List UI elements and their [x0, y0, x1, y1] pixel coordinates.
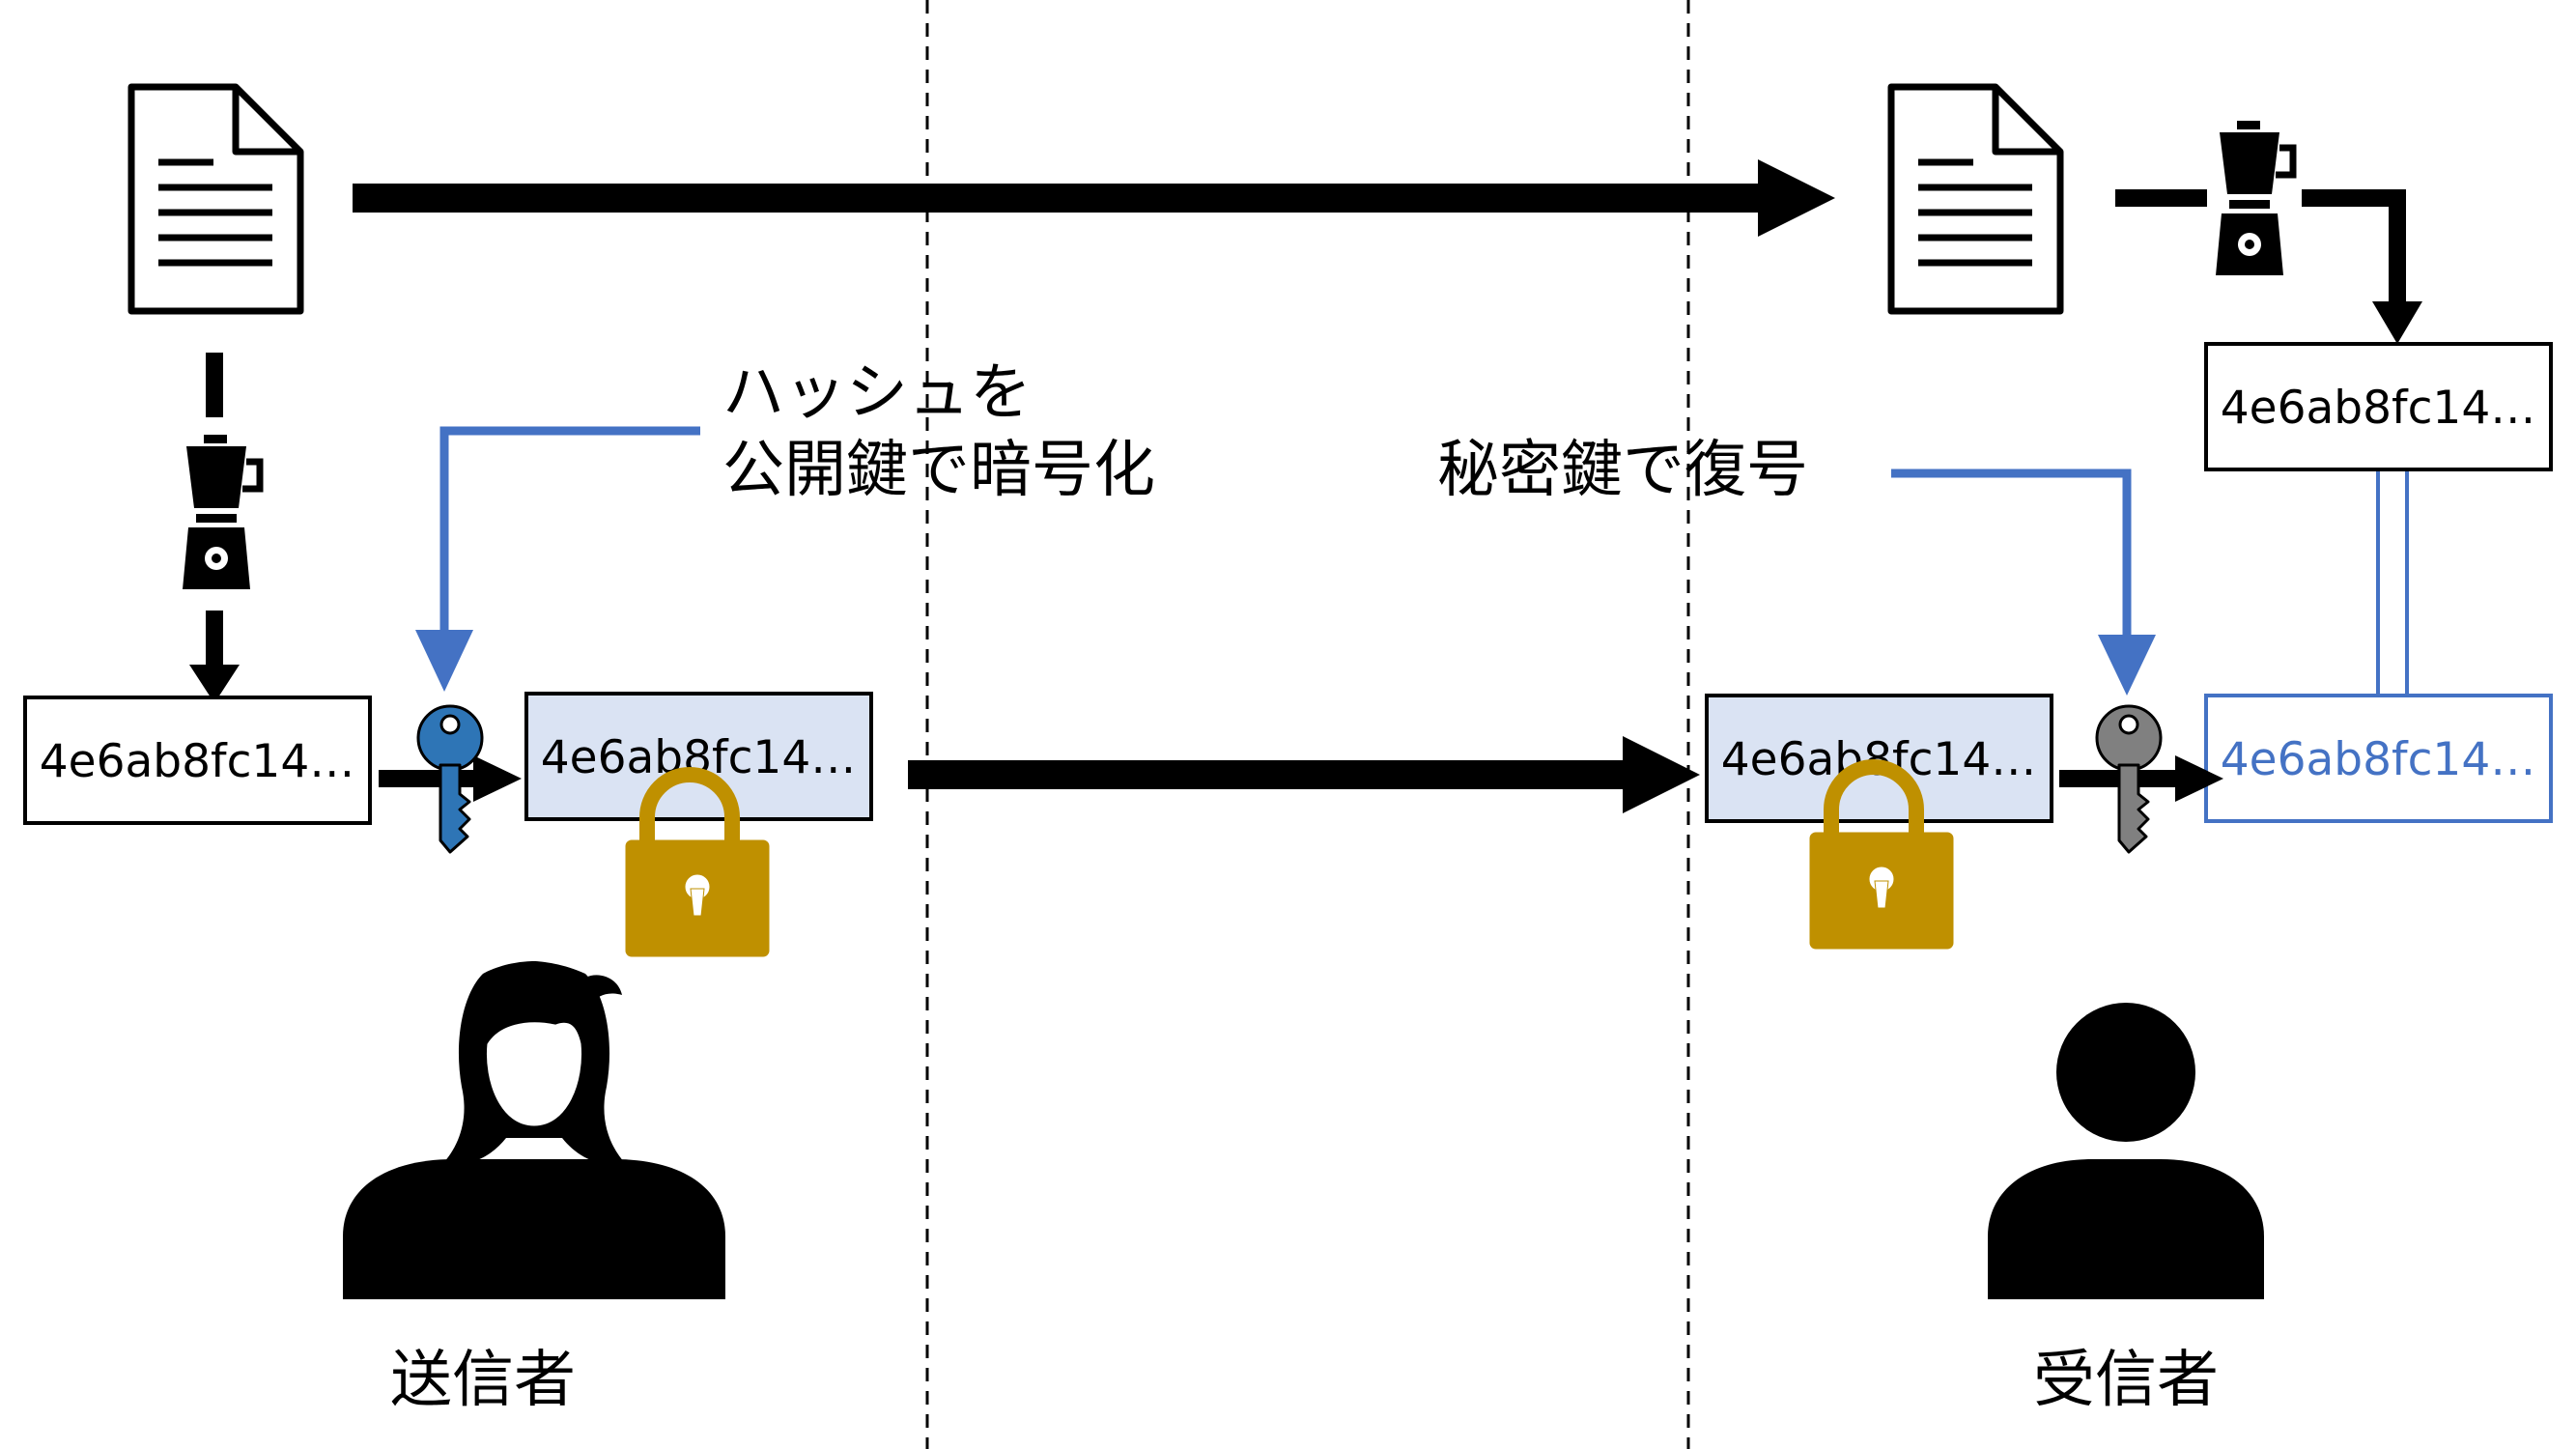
- sender-person-icon: [343, 961, 725, 1299]
- sender-hash-box: 4e6ab8fc14…: [23, 696, 372, 825]
- decrypt-annotation-arrow: [1891, 469, 2156, 696]
- receiver-blender-icon: [2216, 121, 2293, 275]
- sender-document-icon: [131, 87, 300, 311]
- sender-encrypted-hash-box: 4e6ab8fc14…: [524, 692, 873, 821]
- receiver-encrypted-hash-box: 4e6ab8fc14…: [1705, 694, 2053, 823]
- sender-label: 送信者: [390, 1345, 576, 1416]
- receiver-person-icon: [1988, 1003, 2264, 1299]
- receiver-decrypted-hash-text: 4e6ab8fc14…: [2221, 733, 2535, 786]
- sender-hash-flow: [183, 353, 260, 703]
- encrypt-label-line1: ハッシュを: [722, 357, 1032, 429]
- decrypt-label: 秘密鍵で復号: [1437, 435, 1808, 506]
- sender-blender-icon: [183, 435, 260, 589]
- sender-encrypt-arrow: [379, 755, 522, 802]
- receiver-computed-hash-box: 4e6ab8fc14…: [2204, 342, 2553, 471]
- document-transfer-arrow: [353, 159, 1835, 237]
- receiver-decrypted-hash-box: 4e6ab8fc14…: [2204, 694, 2553, 823]
- receiver-document-icon: [1891, 87, 2060, 311]
- sender-hash-text: 4e6ab8fc14…: [40, 735, 354, 788]
- receiver-hash-flow: [2115, 121, 2422, 344]
- hash-match-indicator: [2376, 471, 2409, 694]
- receiver-computed-hash-text: 4e6ab8fc14…: [2221, 382, 2535, 435]
- encrypt-annotation-arrow: [415, 426, 700, 692]
- encrypted-hash-transfer-arrow: [908, 736, 1700, 813]
- encrypt-label-line2: 公開鍵で暗号化: [722, 435, 1155, 506]
- receiver-label: 受信者: [2033, 1345, 2219, 1416]
